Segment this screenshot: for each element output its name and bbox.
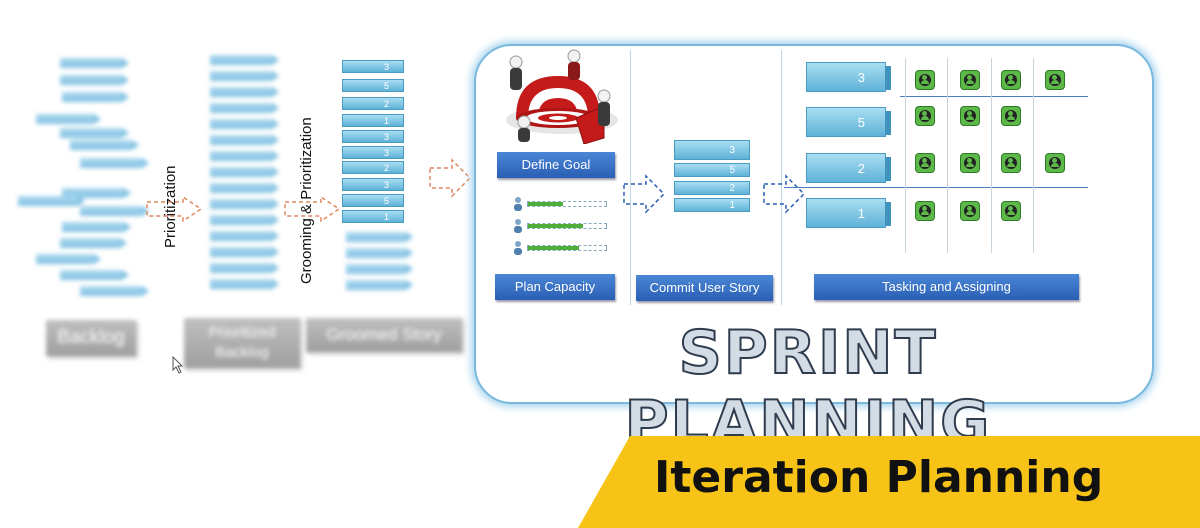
assignee-icon xyxy=(960,153,980,173)
task-story-box: 1 xyxy=(806,198,891,228)
assignee-icon xyxy=(960,201,980,221)
capacity-row xyxy=(513,219,613,233)
task-story-box: 2 xyxy=(806,153,891,183)
groomed-story-item: 3 xyxy=(342,60,404,73)
prioritized-backlog-label: Prioritized Backlog xyxy=(184,318,300,368)
groomed-story-item: 1 xyxy=(342,114,404,127)
groomed-story-label: Groomed Story xyxy=(306,318,462,352)
grid-line xyxy=(991,58,992,253)
dashed-arrow-4 xyxy=(623,174,666,214)
plan-capacity-button[interactable]: Plan Capacity xyxy=(495,274,615,300)
define-goal-button[interactable]: Define Goal xyxy=(497,152,615,178)
dashed-arrow-5 xyxy=(763,174,806,214)
groomed-story-item: 3 xyxy=(342,178,404,191)
capacity-fill xyxy=(528,202,564,206)
person-icon xyxy=(514,241,522,255)
person-icon xyxy=(514,197,522,211)
capacity-row xyxy=(513,197,613,211)
person-icon xyxy=(514,219,522,233)
capacity-fill xyxy=(528,246,579,250)
backlog-label: Backlog xyxy=(46,320,136,356)
assignee-icon xyxy=(1001,70,1021,90)
groomed-story-item: 3 xyxy=(342,130,404,143)
assignee-icon xyxy=(960,70,980,90)
grid-line xyxy=(905,58,906,253)
prioritized-backlog-bars xyxy=(205,55,285,300)
assignee-icon xyxy=(915,70,935,90)
assignee-icon xyxy=(915,201,935,221)
grid-line xyxy=(947,58,948,253)
groomed-story-item: 2 xyxy=(342,161,404,174)
dashed-arrow-1 xyxy=(146,196,203,222)
grid-line xyxy=(900,96,1088,97)
panel-divider-2 xyxy=(781,50,782,305)
mouse-cursor-icon xyxy=(172,356,184,374)
groomed-story-item: 5 xyxy=(342,194,404,207)
groomed-story-stack: 3 5 2 1 3 3 2 3 5 1 xyxy=(342,52,422,302)
banner-background xyxy=(578,436,1200,528)
grid-line xyxy=(784,187,1088,188)
dashed-arrow-2 xyxy=(284,196,341,222)
dashed-arrow-3 xyxy=(429,158,472,198)
committed-story: 2 xyxy=(674,181,750,195)
committed-story: 3 xyxy=(674,140,750,160)
banner-title: Iteration Planning xyxy=(654,452,1104,503)
assignee-icon xyxy=(1001,153,1021,173)
assignee-icon xyxy=(1001,106,1021,126)
panel-divider-1 xyxy=(630,50,631,305)
target-goal-icon xyxy=(506,49,618,144)
capacity-fill xyxy=(528,224,583,228)
assignee-icon xyxy=(1045,70,1065,90)
groomed-story-item: 2 xyxy=(342,97,404,110)
assignee-icon xyxy=(960,106,980,126)
assignee-icon xyxy=(915,153,935,173)
tasking-and-assigning-button[interactable]: Tasking and Assigning xyxy=(814,274,1079,300)
committed-story: 1 xyxy=(674,198,750,212)
assignee-icon xyxy=(1045,153,1065,173)
assignee-icon xyxy=(915,106,935,126)
grid-line xyxy=(1033,58,1034,253)
backlog-bars xyxy=(0,0,160,300)
groomed-story-item: 5 xyxy=(342,79,404,92)
groomed-story-item: 3 xyxy=(342,146,404,159)
commit-user-story-button[interactable]: Commit User Story xyxy=(636,275,773,301)
groomed-story-item: 1 xyxy=(342,210,404,223)
committed-story: 5 xyxy=(674,163,750,177)
task-story-box: 5 xyxy=(806,107,891,137)
task-story-box: 3 xyxy=(806,62,891,92)
assignee-icon xyxy=(1001,201,1021,221)
capacity-row xyxy=(513,241,613,255)
